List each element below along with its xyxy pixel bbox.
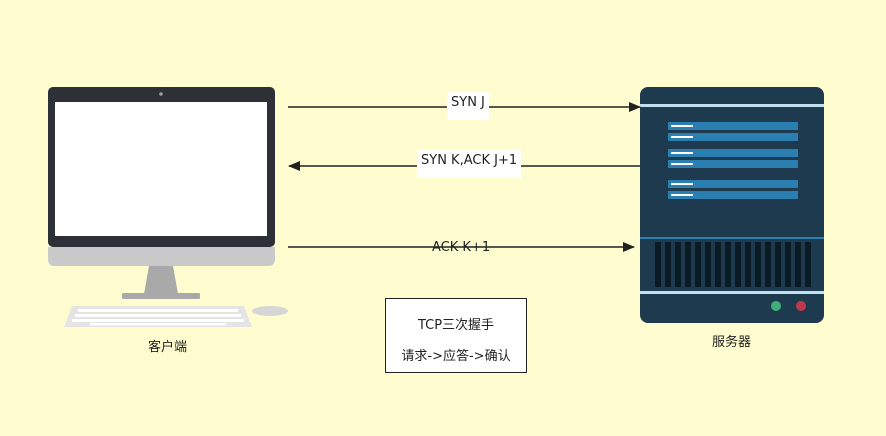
server-vent	[665, 242, 671, 287]
server-vent	[785, 242, 791, 287]
server-vent	[755, 242, 761, 287]
message-label-syn-ack: SYN K,ACK J+1	[417, 150, 522, 178]
server-vent	[715, 242, 721, 287]
server-vent	[705, 242, 711, 287]
note-title: TCP三次握手	[417, 318, 495, 333]
desktop-computer-icon	[48, 87, 288, 327]
server-vent	[725, 242, 731, 287]
server-icon	[640, 87, 824, 323]
server-vent	[675, 242, 681, 287]
server-vent	[655, 242, 661, 287]
client-label: 客户端	[148, 340, 188, 355]
server-vent	[695, 242, 701, 287]
server-vent	[775, 242, 781, 287]
note-box: TCP三次握手 请求->应答->确认	[385, 298, 527, 373]
server-vent	[685, 242, 691, 287]
server-vent	[795, 242, 801, 287]
message-label-syn: SYN J	[447, 92, 489, 120]
server-vent	[745, 242, 751, 287]
message-label-ack: ACK K+1	[432, 240, 491, 255]
note-subtitle: 请求->应答->确认	[401, 349, 511, 364]
server-vent	[805, 242, 811, 287]
server-vent	[735, 242, 741, 287]
server-vent	[765, 242, 771, 287]
server-label: 服务器	[712, 335, 752, 350]
